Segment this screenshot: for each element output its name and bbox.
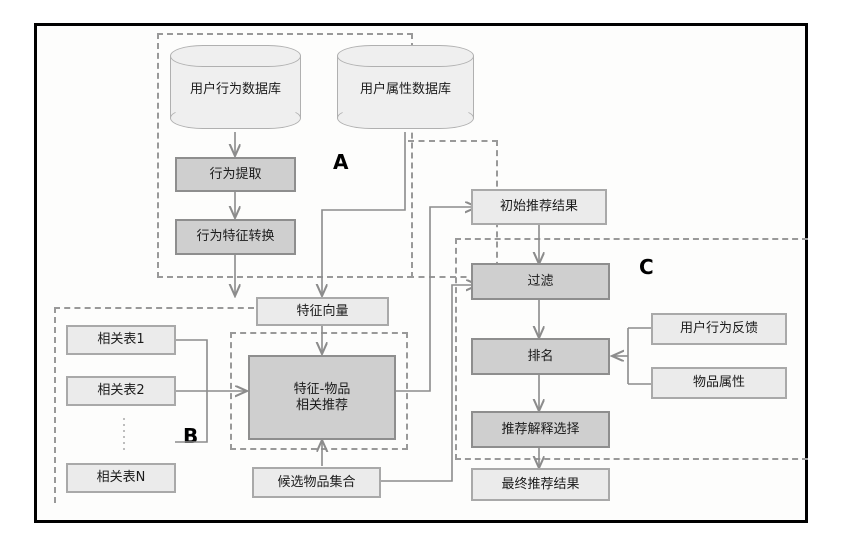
user-attribute-database: 用户属性数据库	[337, 45, 474, 129]
cylinder-bottom	[170, 107, 301, 129]
feature-vector-label: 特征向量	[296, 303, 349, 319]
related-table-ellipsis	[122, 418, 126, 450]
group-b-dashed-region	[54, 307, 254, 503]
candidate-item-set-label: 候选物品集合	[277, 474, 356, 490]
ranking-box: 排名	[471, 338, 610, 375]
recommend-explain-select-label: 推荐解释选择	[501, 421, 580, 437]
related-table-n-label: 相关表N	[96, 470, 146, 486]
cylinder-top	[337, 45, 474, 67]
cylinder-top	[170, 45, 301, 67]
user-behavior-database-label: 用户行为数据库	[189, 81, 281, 97]
filter-label: 过滤	[527, 273, 554, 289]
item-attribute-box: 物品属性	[651, 367, 787, 399]
final-recommend-result-box: 最终推荐结果	[471, 468, 610, 501]
filter-box: 过滤	[471, 263, 610, 300]
cylinder-bottom	[337, 107, 474, 129]
behavior-extraction-box: 行为提取	[175, 157, 296, 192]
user-attribute-database-label: 用户属性数据库	[359, 81, 451, 97]
related-table-1-box: 相关表1	[66, 325, 176, 355]
group-b-label: B	[183, 424, 199, 448]
candidate-item-set-box: 候选物品集合	[252, 467, 381, 498]
user-behavior-feedback-box: 用户行为反馈	[651, 313, 787, 345]
item-attribute-label: 物品属性	[692, 375, 745, 391]
recommend-explain-select-box: 推荐解释选择	[471, 411, 610, 448]
user-behavior-feedback-label: 用户行为反馈	[679, 321, 758, 337]
initial-recommend-result-label: 初始推荐结果	[499, 199, 578, 215]
group-a-dashed-region	[157, 33, 413, 278]
behavior-extraction-label: 行为提取	[209, 166, 262, 182]
related-table-1-label: 相关表1	[97, 332, 145, 348]
feature-vector-box: 特征向量	[256, 297, 389, 326]
initial-recommend-result-box: 初始推荐结果	[471, 189, 607, 225]
group-c-label: C	[639, 255, 654, 279]
behavior-feature-transform-label: 行为特征转换	[196, 229, 275, 245]
group-a-label: A	[333, 150, 349, 174]
related-table-2-box: 相关表2	[66, 376, 176, 406]
ranking-label: 排名	[527, 348, 554, 364]
feature-item-recommend-line2: 相关推荐	[295, 397, 348, 413]
final-recommend-result-label: 最终推荐结果	[501, 476, 580, 492]
related-table-n-box: 相关表N	[66, 463, 176, 493]
feature-item-recommend-line1: 特征-物品	[293, 381, 351, 397]
feature-item-recommend-box: 特征-物品 相关推荐	[248, 355, 396, 440]
user-behavior-database: 用户行为数据库	[170, 45, 301, 129]
behavior-feature-transform-box: 行为特征转换	[175, 219, 296, 255]
related-table-2-label: 相关表2	[97, 383, 145, 399]
